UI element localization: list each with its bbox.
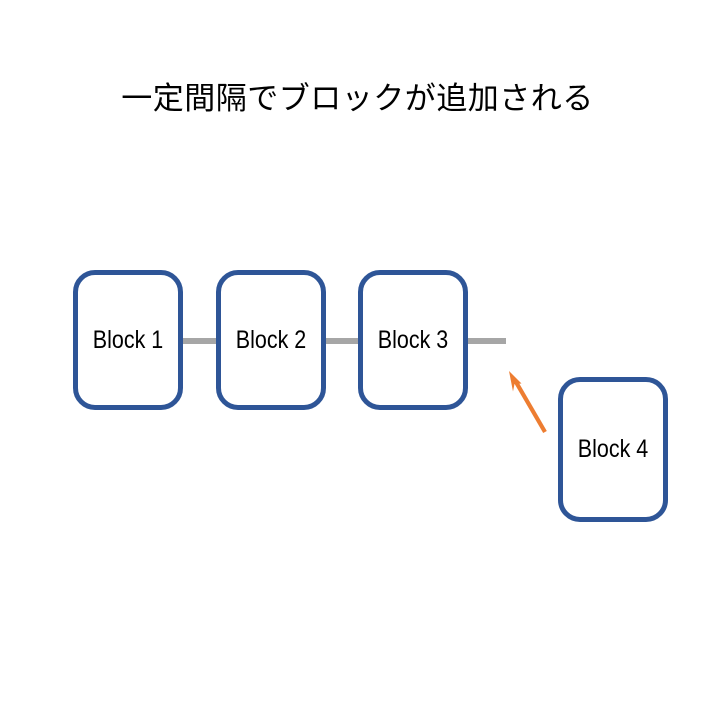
connector-block2-block3 xyxy=(321,338,363,344)
chain-block-1[interactable]: Block 1 xyxy=(73,270,183,410)
diagram-title: 一定間隔でブロックが追加される xyxy=(121,81,594,117)
pending-block-4-label: Block 4 xyxy=(577,435,649,463)
pending-block-4[interactable]: Block 4 xyxy=(558,377,668,522)
chain-block-1-label: Block 1 xyxy=(92,325,164,354)
chain-block-3[interactable]: Block 3 xyxy=(358,270,468,410)
connector-block1-block2 xyxy=(178,338,221,344)
arrow-up-left-icon xyxy=(509,371,547,434)
chain-block-3-label: Block 3 xyxy=(377,325,449,354)
chain-block-2-label: Block 2 xyxy=(235,325,307,354)
connector-block3-trailing xyxy=(463,338,506,344)
chain-block-2[interactable]: Block 2 xyxy=(216,270,326,410)
